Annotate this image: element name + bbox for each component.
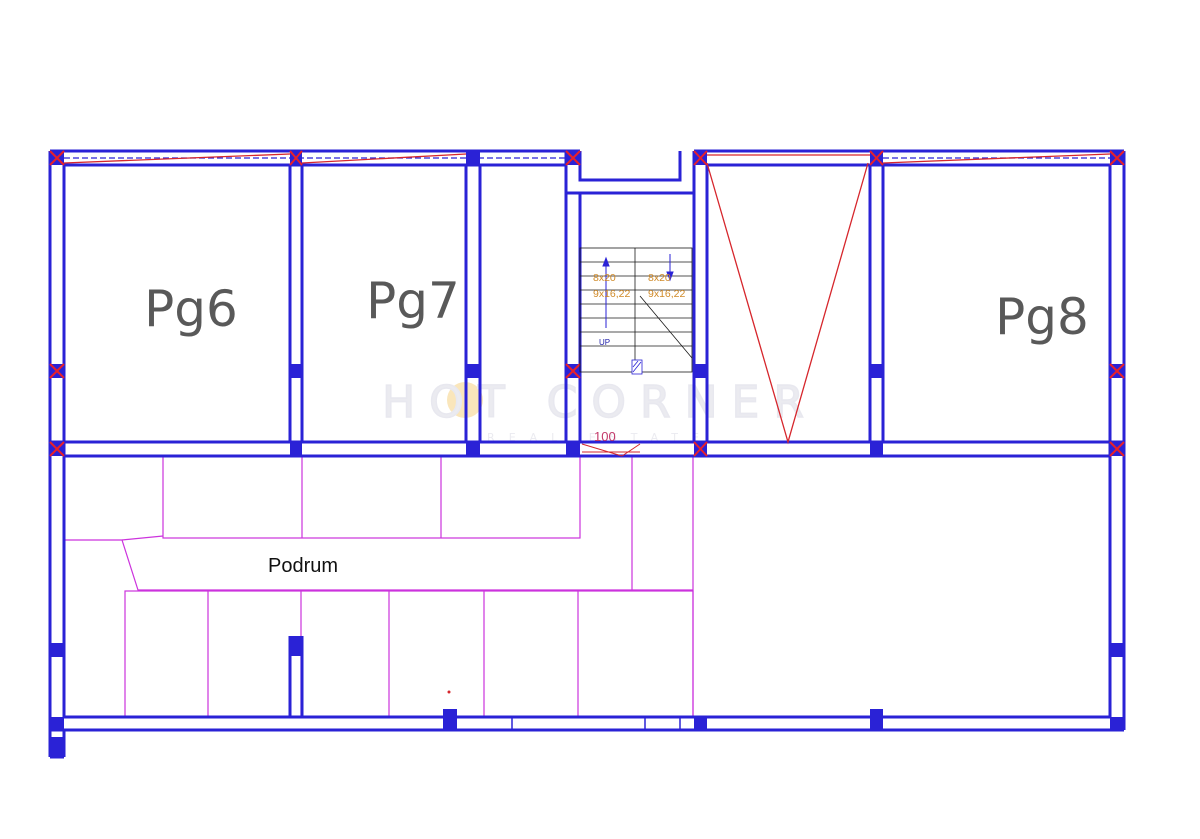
stair-treads-left (580, 261, 635, 347)
stair-right-dimension-2: 9x16,22 (648, 288, 686, 300)
column (50, 737, 64, 757)
walls (48, 149, 1126, 759)
room-label-podrum: Podrum (268, 555, 338, 577)
stair-right-dimension: 8x20 (648, 272, 671, 284)
column (566, 442, 580, 456)
column (290, 442, 302, 456)
arrow-up-icon (602, 256, 610, 267)
column (693, 441, 708, 457)
column (50, 717, 64, 730)
column (50, 643, 64, 657)
marker-dot (447, 690, 451, 694)
watermark: HOT CORNER REAL ESTATE (381, 376, 818, 444)
room-label-pg7: Pg7 (366, 272, 460, 330)
column (466, 442, 480, 456)
column (565, 363, 581, 379)
door-width-label: 100 (594, 429, 616, 444)
door-swing (581, 443, 641, 457)
column (693, 150, 708, 166)
column (694, 717, 707, 730)
column (443, 709, 457, 730)
crossed-columns (49, 150, 1125, 457)
stair-treads-right (635, 261, 692, 347)
stair-left-dimension: 8x20 (593, 272, 616, 284)
room-label-pg8: Pg8 (995, 288, 1089, 346)
column (290, 364, 302, 378)
column (870, 364, 883, 378)
staircase (579, 247, 693, 375)
column (466, 364, 480, 378)
column (1109, 441, 1125, 457)
watermark-brand: HOT CORNER (382, 377, 818, 428)
column (1110, 717, 1124, 730)
plain-columns (50, 151, 1124, 757)
column (870, 442, 883, 456)
column (1109, 363, 1125, 379)
column (289, 150, 303, 166)
column (290, 636, 302, 656)
stair-arrows (602, 254, 674, 328)
stair-left-dimension-2: 9x16,22 (593, 288, 631, 300)
column (694, 364, 707, 378)
column (870, 709, 883, 730)
stair-up-label: UP (599, 338, 610, 347)
column (1110, 643, 1124, 657)
arrow-down-icon (666, 271, 674, 282)
room-label-pg6: Pg6 (144, 280, 238, 338)
column (565, 150, 581, 166)
column (49, 441, 65, 457)
column (466, 151, 480, 165)
wall-ticks (511, 717, 681, 730)
column (49, 363, 65, 379)
column (49, 150, 65, 166)
column (869, 150, 884, 166)
column (1109, 150, 1125, 166)
slab-lines (63, 153, 1111, 445)
